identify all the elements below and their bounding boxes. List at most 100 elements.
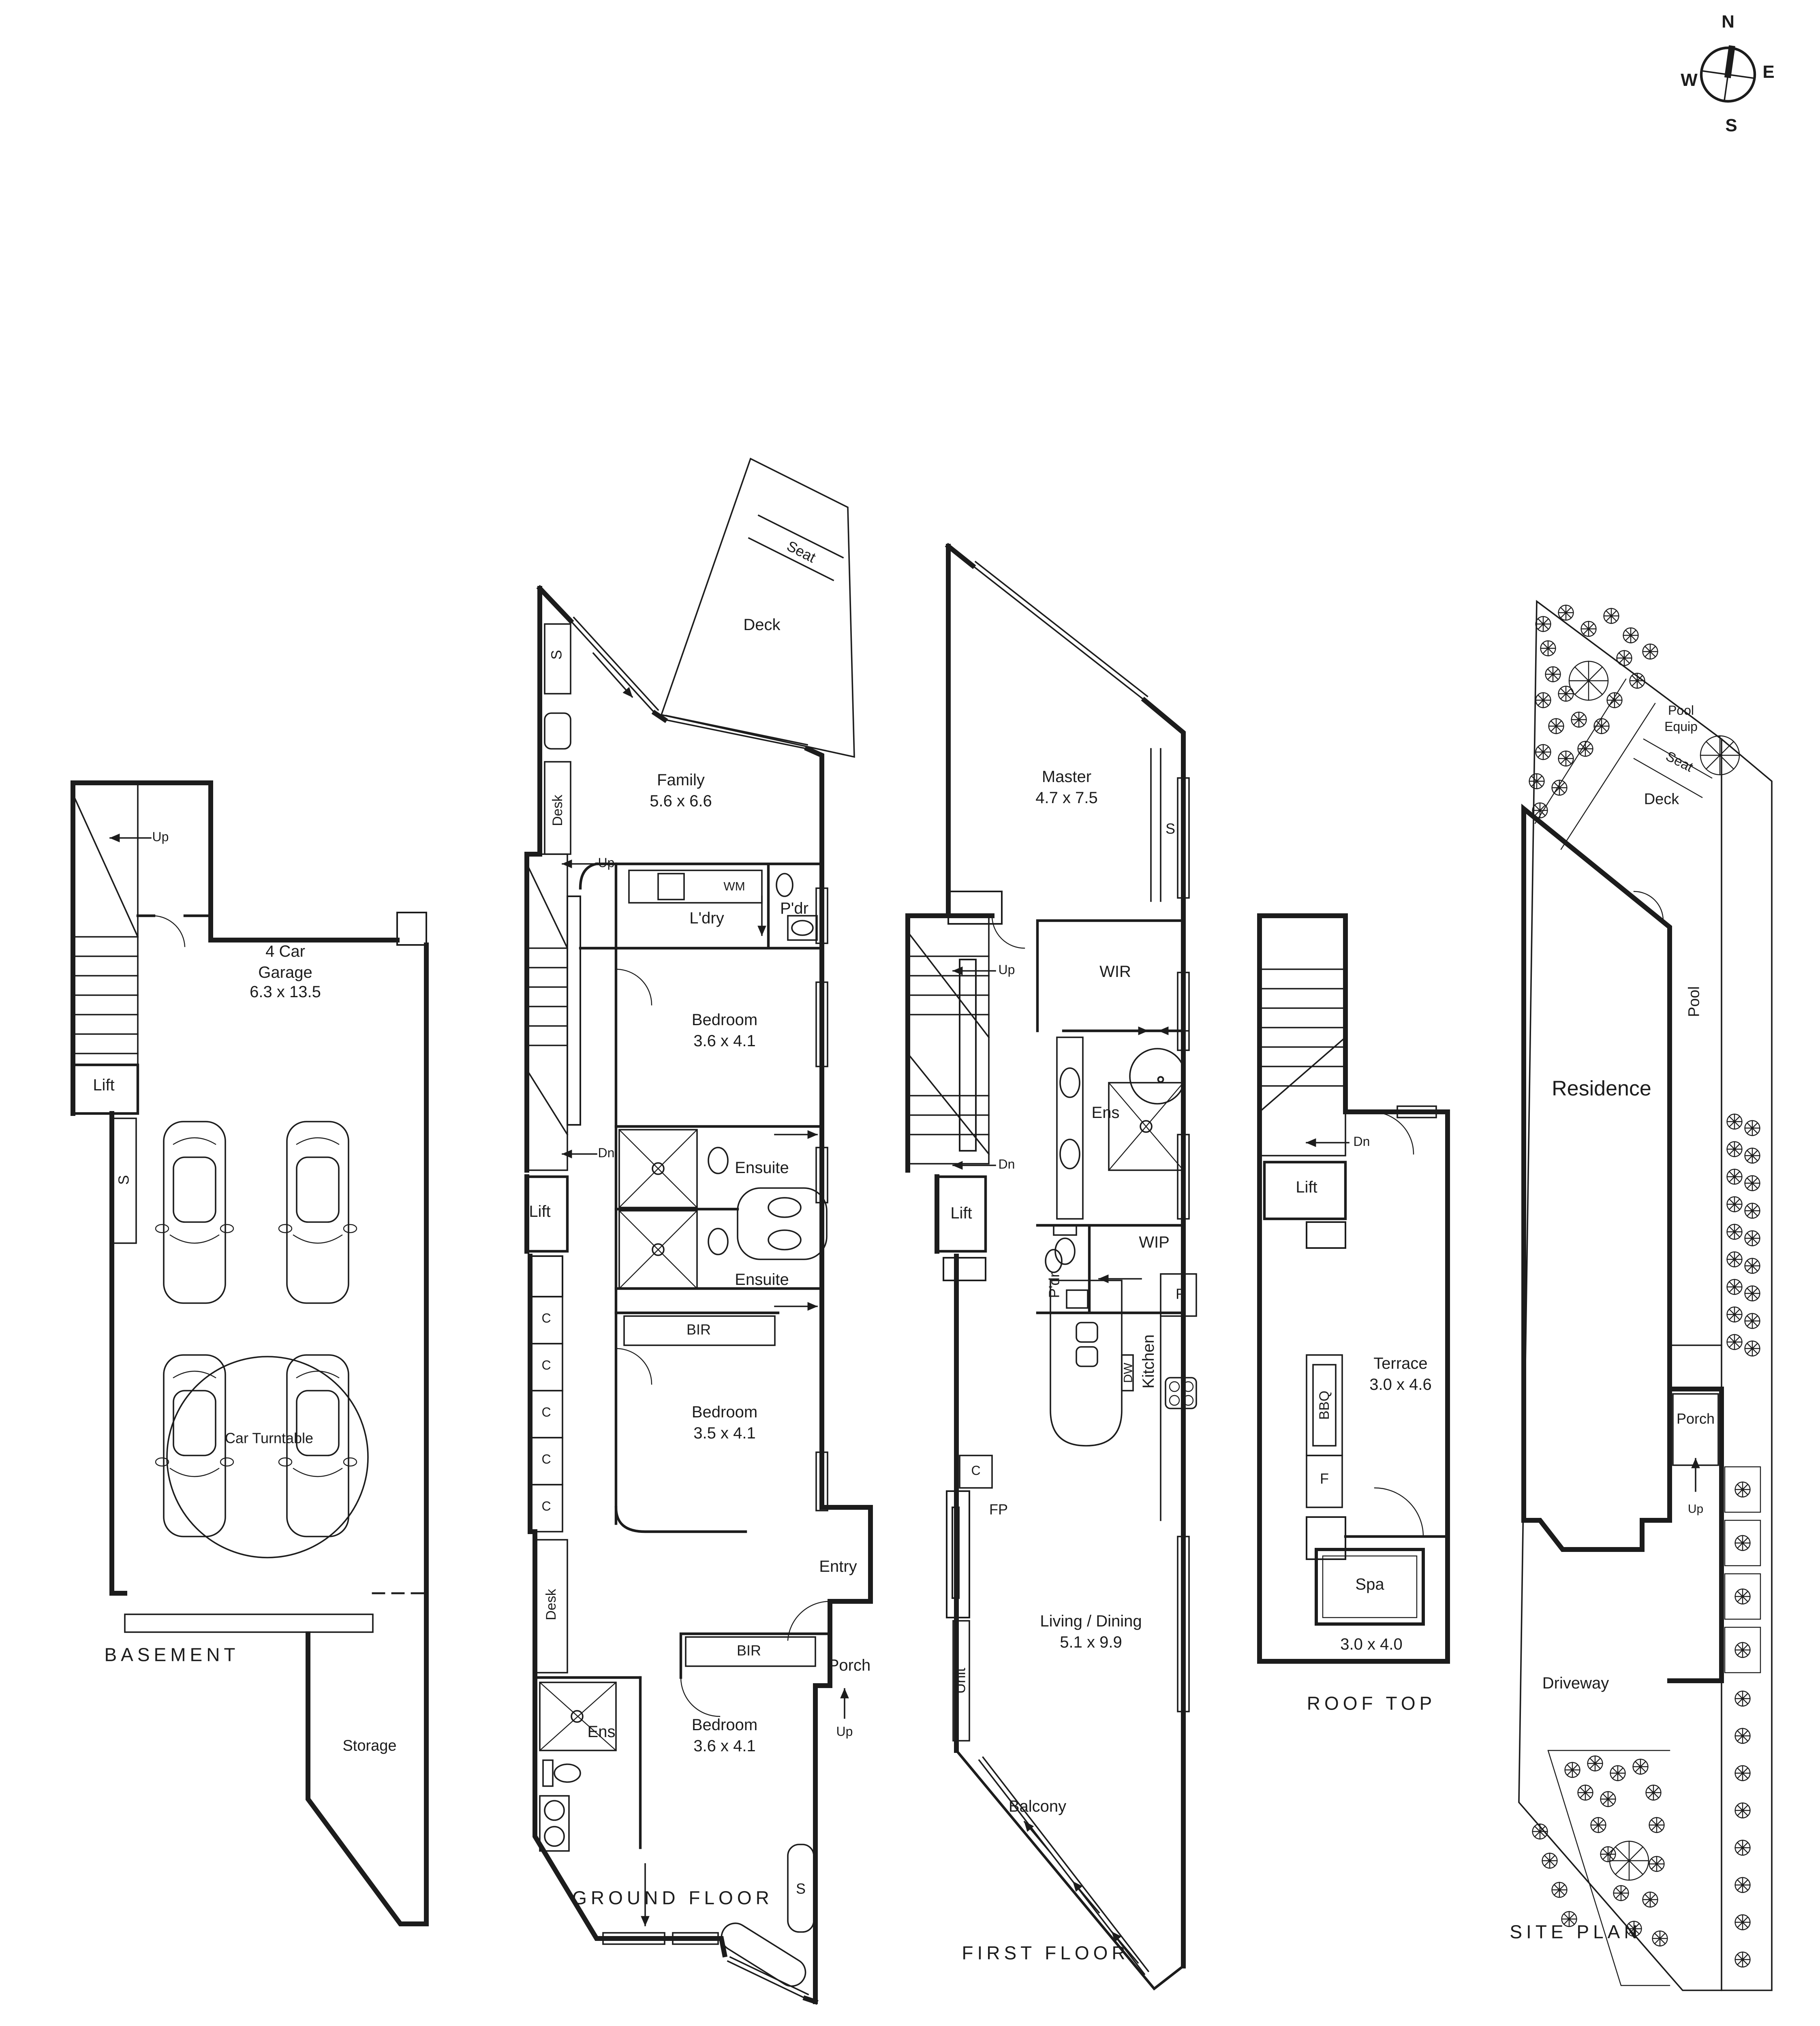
room-label: BBQ xyxy=(1315,1391,1332,1420)
room-label: Up xyxy=(152,830,169,844)
ff-stairs xyxy=(907,915,996,1170)
basement-lift xyxy=(71,1063,139,1115)
gf-stairs xyxy=(526,853,597,1171)
gf-closet-column xyxy=(529,1296,563,1532)
room-label: Dn xyxy=(598,1146,615,1160)
room-label: S xyxy=(796,1881,806,1897)
room-label: Up xyxy=(1687,1501,1704,1516)
ground-floor-plan xyxy=(524,457,873,2005)
room-label: Bedroom 3.6 x 4.1 xyxy=(691,1012,758,1050)
room-label: F xyxy=(1176,1286,1185,1302)
compass-west-label: W xyxy=(1681,71,1698,91)
gf-s-cupboard xyxy=(544,623,571,695)
gf-s-cupboard xyxy=(787,1844,815,1933)
room-label: C xyxy=(541,1452,551,1467)
room-label: Ens xyxy=(587,1724,616,1742)
toilet-icon xyxy=(554,1763,581,1783)
room-label: C xyxy=(541,1499,551,1514)
toilet-icon xyxy=(1045,1249,1063,1273)
spa xyxy=(1315,1548,1425,1626)
room-label: C xyxy=(541,1358,551,1373)
room-label: F xyxy=(1320,1470,1329,1487)
floor-title: ROOF TOP xyxy=(1307,1695,1436,1715)
room-label: BIR xyxy=(686,1321,711,1338)
compass-south-label: S xyxy=(1725,117,1737,136)
room-label: 3.0 x 4.0 xyxy=(1340,1637,1403,1654)
room-label: Porch xyxy=(828,1658,871,1676)
room-label: Lift xyxy=(93,1077,115,1095)
room-label: FP xyxy=(989,1501,1008,1518)
ff-closet xyxy=(959,1455,993,1489)
room-label: 4 Car Garage 6.3 x 13.5 xyxy=(250,944,321,1002)
bir-robe xyxy=(623,1315,776,1346)
first-floor-plan xyxy=(905,543,1197,1991)
room-label: Car Turntable xyxy=(225,1430,314,1447)
room-label: S xyxy=(548,650,565,660)
floor-title: SITE PLAN xyxy=(1510,1923,1642,1943)
room-label: Master 4.7 x 7.5 xyxy=(1035,769,1098,807)
room-label: Deck xyxy=(1644,791,1679,809)
room-label: Bedroom 3.6 x 4.1 xyxy=(691,1717,758,1755)
room-label: C xyxy=(541,1311,551,1326)
room-label: Living / Dining 5.1 x 9.9 xyxy=(1040,1614,1142,1652)
residence-outline xyxy=(1521,804,1672,1552)
basin-icon xyxy=(791,920,814,936)
car-turntable-circle xyxy=(166,1356,369,1558)
shower-icon xyxy=(618,1129,698,1208)
room-label: Spa xyxy=(1355,1577,1384,1594)
room-label: Unit xyxy=(952,1667,969,1694)
room-label: Seat xyxy=(1663,748,1696,775)
room-label: Lift xyxy=(529,1204,551,1222)
room-label: Desk xyxy=(549,795,565,826)
floor-title: GROUND FLOOR xyxy=(572,1889,773,1909)
room-label: P'dr xyxy=(780,901,808,919)
bath-icon xyxy=(721,1922,806,1987)
room-label: S xyxy=(115,1175,132,1185)
site-plan-drawing xyxy=(1518,600,1773,1991)
vanity-icon xyxy=(539,1795,570,1852)
cooktop-icon xyxy=(1165,1377,1197,1409)
compass-north-label: N xyxy=(1722,13,1734,32)
room-label: Ensuite xyxy=(735,1160,789,1178)
room-label: Pool xyxy=(1686,986,1704,1017)
room-label: BIR xyxy=(736,1642,761,1659)
floor-title: BASEMENT xyxy=(104,1646,240,1666)
tv-unit xyxy=(952,1620,970,1742)
gf-lift xyxy=(525,1175,569,1253)
room-label: Driveway xyxy=(1542,1676,1609,1693)
site-street-trees xyxy=(1724,1466,1761,1968)
garage-door xyxy=(124,1614,374,1633)
room-label: S xyxy=(1165,821,1176,837)
room-label: WIR xyxy=(1099,964,1131,982)
room-label: Ens xyxy=(1091,1105,1120,1123)
shower-icon xyxy=(618,1210,698,1289)
laundry-bench xyxy=(628,870,763,904)
room-label: Up xyxy=(998,963,1015,977)
room-label: L'dry xyxy=(689,910,724,928)
room-label: Desk xyxy=(542,1589,559,1620)
toilet-icon xyxy=(1054,1237,1076,1265)
room-label: Up xyxy=(598,856,615,870)
shower-icon xyxy=(1108,1082,1184,1171)
compass-east-label: E xyxy=(1762,63,1775,83)
toilet-icon xyxy=(708,1228,729,1255)
fridge-space xyxy=(1160,1273,1197,1317)
fireplace xyxy=(946,1490,970,1618)
room-label: Lift xyxy=(1296,1180,1317,1197)
roof-top-plan xyxy=(1257,913,1450,1664)
room-label: Dn xyxy=(998,1157,1015,1172)
ground-deck xyxy=(660,457,855,758)
room-label: Bedroom 3.5 x 4.1 xyxy=(691,1404,758,1443)
vanity-icon xyxy=(1056,1037,1084,1220)
room-label: P'dr xyxy=(1046,1272,1063,1298)
ff-lift xyxy=(935,1175,987,1253)
roof-lift xyxy=(1263,1160,1347,1220)
gf-desk2 xyxy=(534,1539,568,1673)
site-garden-bottom xyxy=(1531,1750,1670,1986)
toilet-icon xyxy=(708,1147,729,1174)
room-label: WM xyxy=(723,879,745,894)
site-garden-top xyxy=(1528,604,1740,850)
roof-stairs xyxy=(1258,915,1349,1156)
